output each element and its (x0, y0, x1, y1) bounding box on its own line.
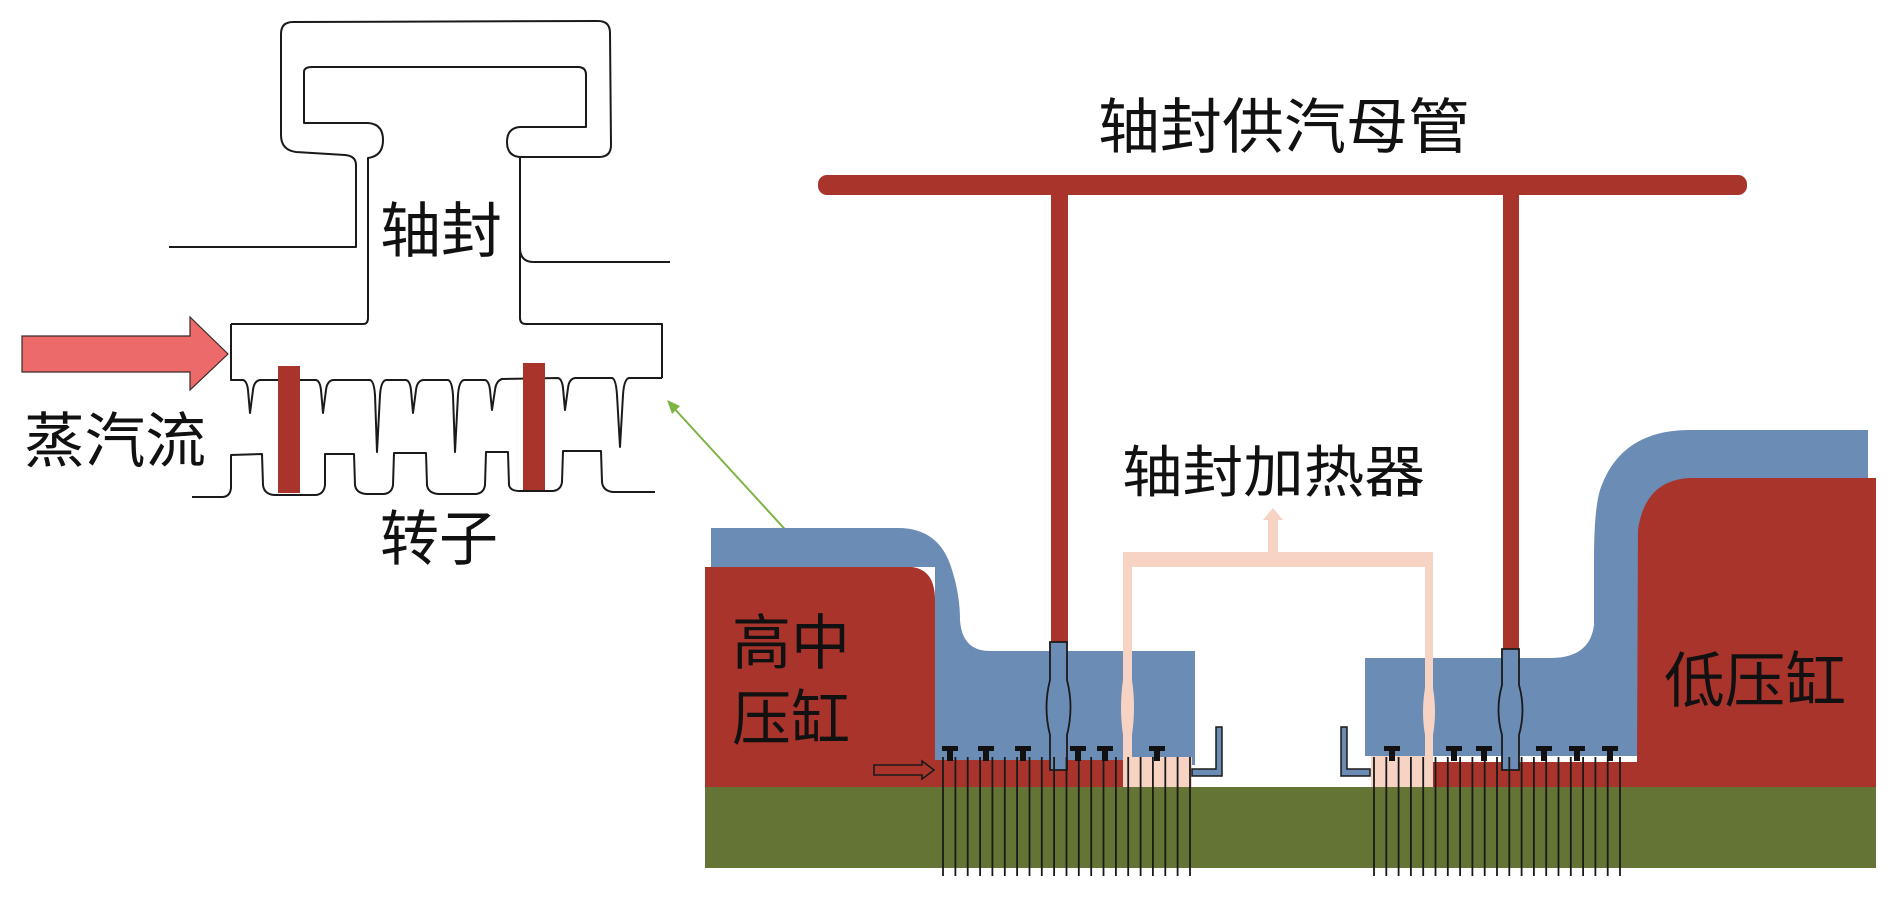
seal-detail: 轴封 蒸汽流 转子 (21, 20, 670, 575)
header-pipe-assembly: 轴封供汽母管 (818, 93, 1747, 653)
seal-teeth-outline (230, 324, 662, 453)
seal-tooth-marker-icon (942, 746, 958, 761)
lp-cylinder-red (1433, 478, 1876, 787)
rotor-outline (192, 450, 655, 498)
seal-tooth-marker-icon (1097, 746, 1113, 761)
seal-tooth-marker-icon (1015, 746, 1031, 761)
seal-tooth-marker-icon (1602, 746, 1618, 761)
lp-seal-fins (1373, 757, 1621, 876)
callout-arrowhead-icon (667, 400, 680, 414)
lp-branch-pipe (1503, 185, 1519, 653)
hp-side-valve (1045, 641, 1072, 771)
heater-up-arrow-icon (1263, 508, 1283, 552)
heater-hp-gland-block (1123, 757, 1192, 787)
hp-casing-blue (711, 528, 1195, 765)
seal-label: 轴封 (380, 197, 502, 267)
leakage-flow-arrow (873, 759, 936, 781)
hp-side-bracket (1191, 726, 1223, 777)
heater-left-leg (1121, 552, 1134, 787)
seal-tooth-marker-icon (1536, 746, 1552, 761)
shaft-base (705, 787, 1876, 868)
lp-side-bracket (1340, 726, 1371, 777)
seal-casing-outer-outline (169, 20, 612, 248)
seal-body-outline (231, 66, 663, 378)
heater-right-leg (1423, 552, 1435, 787)
header-pipe-label: 轴封供汽母管 (1098, 93, 1470, 163)
seal-heater-label: 轴封加热器 (1122, 441, 1425, 506)
seal-tooth-marker-icon (1446, 746, 1462, 761)
seal-tooth-marker-icon (1476, 746, 1492, 761)
seal-tooth-marker-icon (1569, 746, 1585, 761)
hp-cylinder-red (705, 567, 1123, 787)
seal-strip-1 (278, 366, 300, 493)
seal-strip-2 (523, 363, 545, 490)
hp-seal-fins (942, 757, 1191, 876)
seal-tooth-marker-icon (1149, 746, 1165, 761)
hp-branch-pipe (1051, 185, 1068, 645)
lp-side-valve (1497, 648, 1524, 771)
seal-tooth-markers (942, 746, 1618, 761)
seal-tooth-marker-icon (1070, 746, 1086, 761)
hp-ip-label-line1: 高中 (732, 609, 850, 679)
hp-ip-label-line2: 压缸 (732, 685, 850, 755)
steam-flow-arrow (21, 315, 229, 392)
lp-cylinder: 低压缸 (1365, 430, 1876, 787)
seal-tooth-marker-icon (1384, 746, 1400, 761)
rotor-label: 转子 (380, 505, 498, 575)
seal-steam-header-pipe (818, 175, 1747, 195)
heater-header (1123, 552, 1433, 567)
steam-flow-label: 蒸汽流 (24, 407, 206, 477)
lp-cylinder-label: 低压缸 (1664, 647, 1846, 717)
hp-ip-cylinder: 高中 压缸 (705, 528, 1195, 787)
seal-heater-assembly: 轴封加热器 (1121, 441, 1435, 787)
seal-tooth-marker-icon (978, 746, 994, 761)
seal-casing-right-ledge (519, 247, 670, 263)
